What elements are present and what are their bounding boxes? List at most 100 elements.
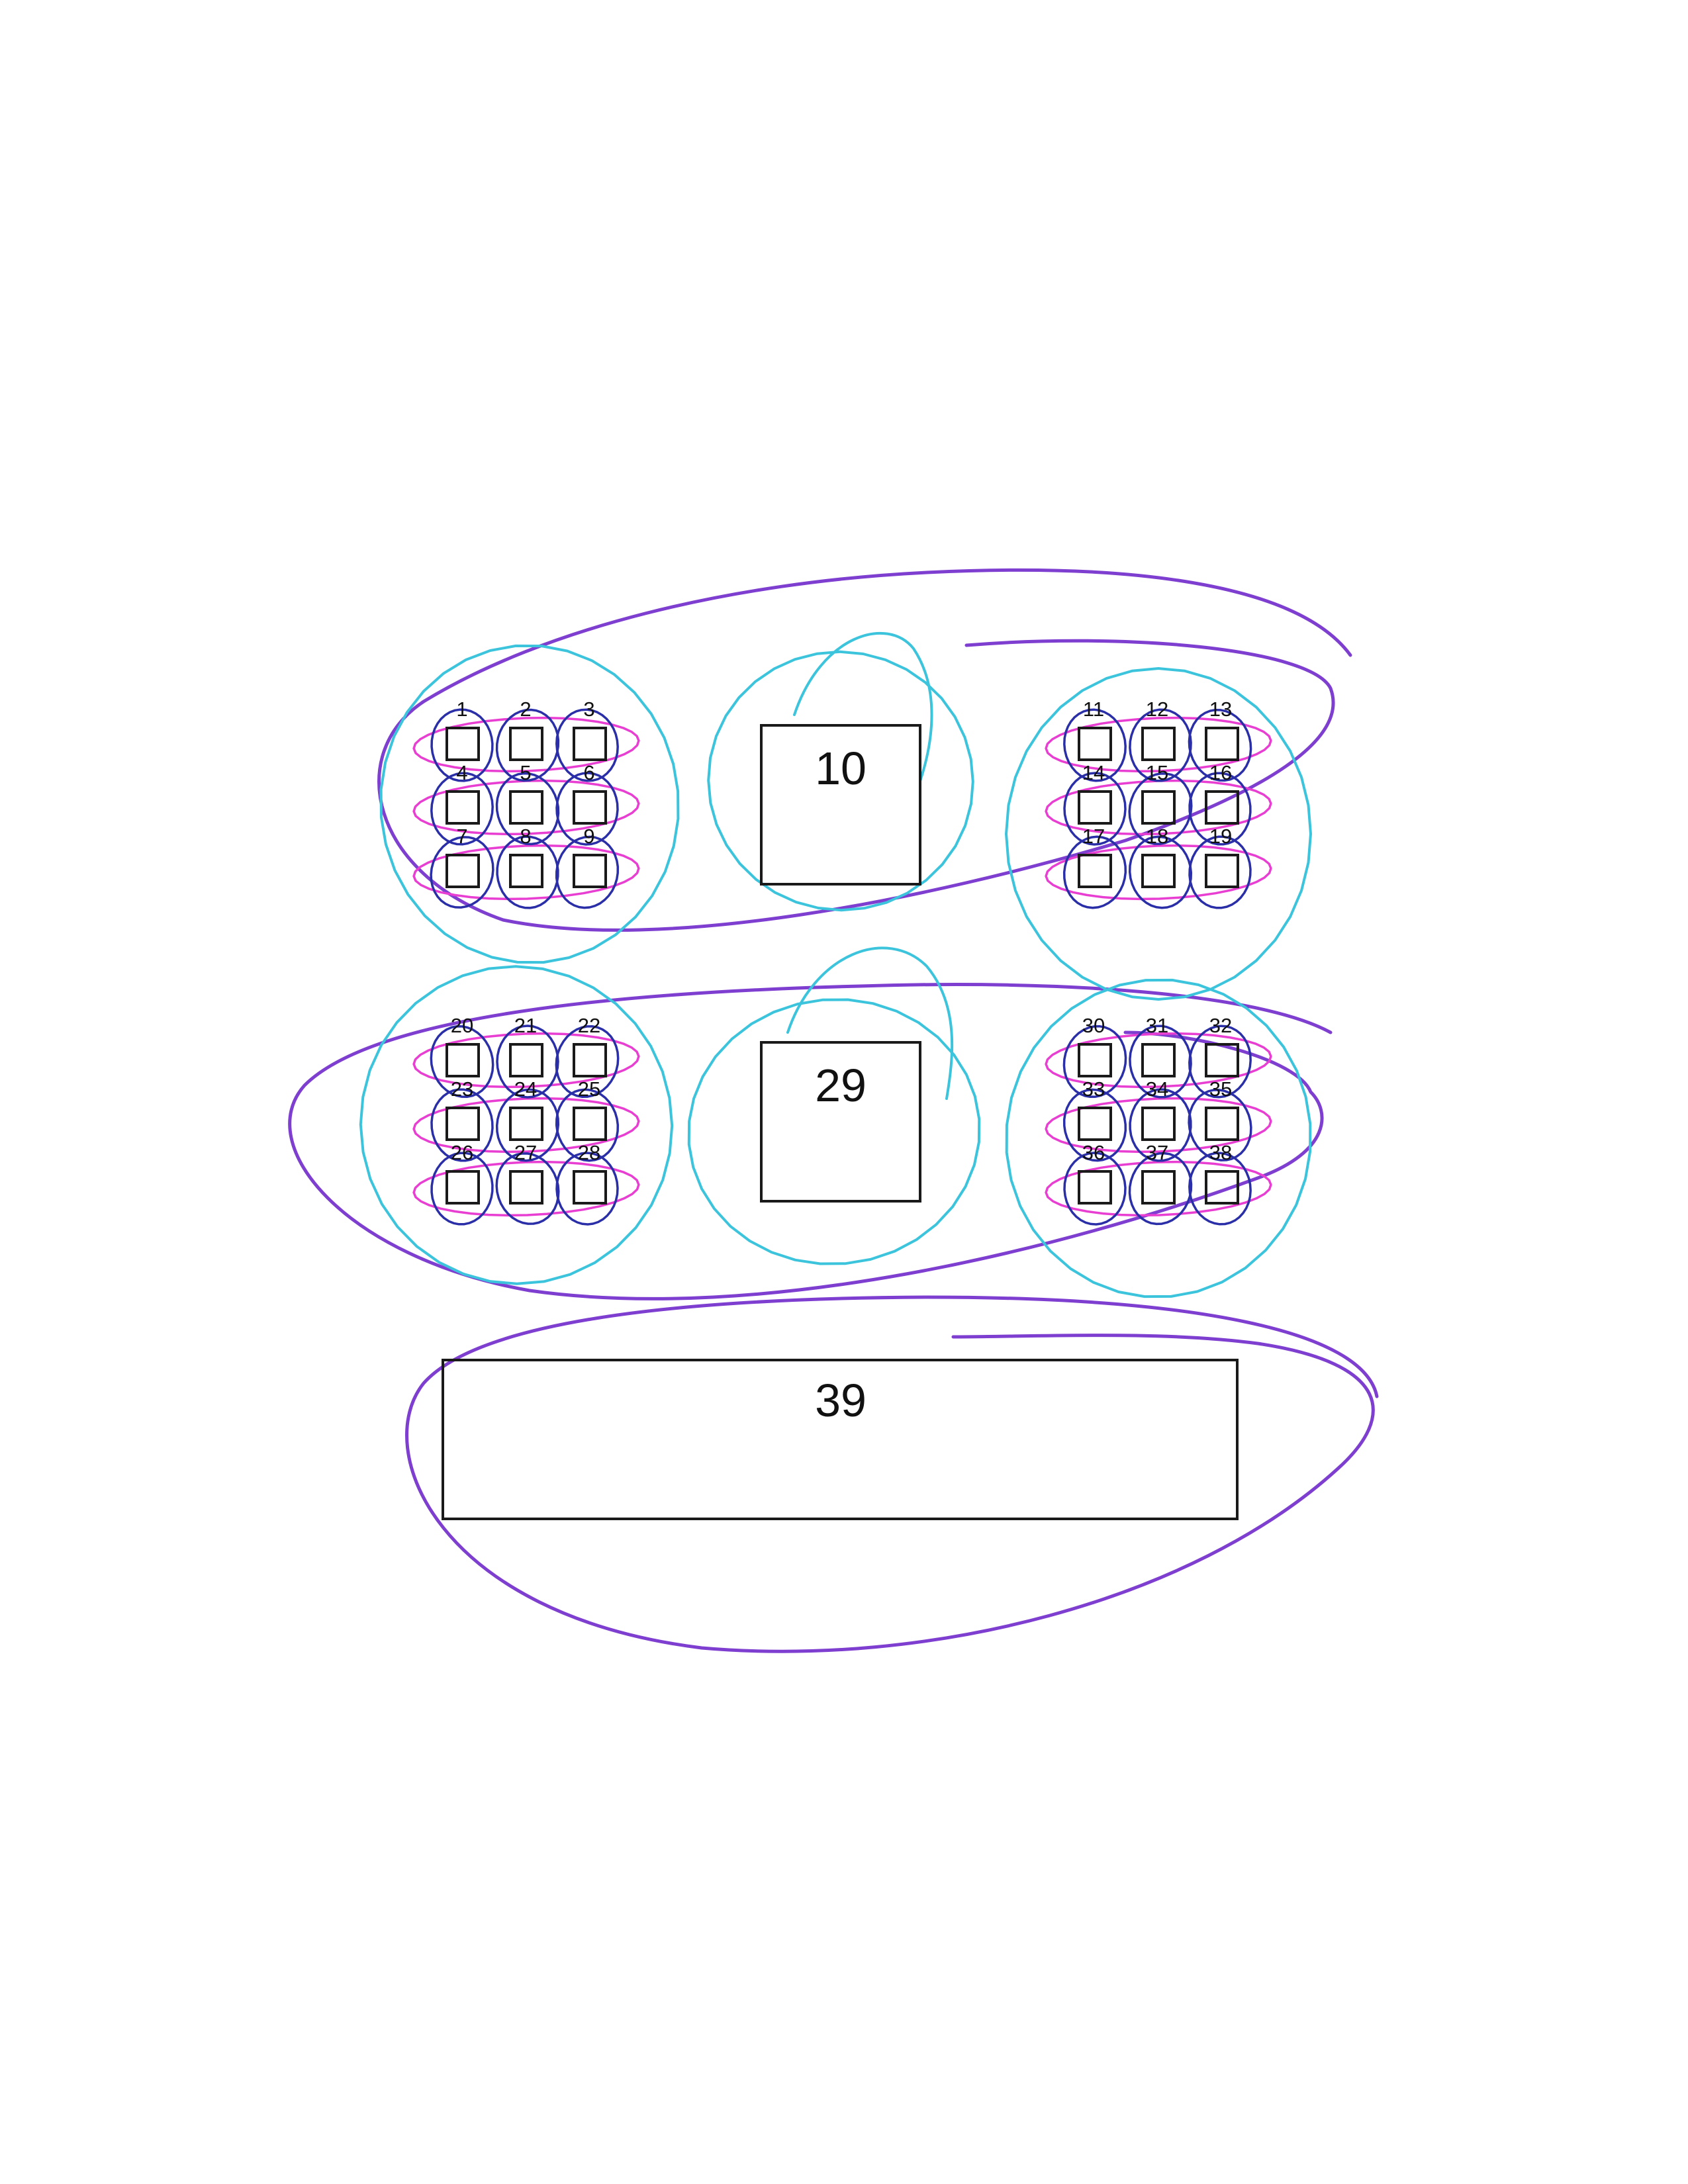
cell-box-18 <box>1141 854 1176 888</box>
cell-label-6: 6 <box>583 761 594 784</box>
navy-cell-loop-31 <box>1062 1088 1127 1162</box>
cell-label-14: 14 <box>1082 761 1105 784</box>
cell-label-9: 9 <box>583 825 594 848</box>
navy-cell-loop-4 <box>430 772 494 846</box>
block-29-label: 29 <box>815 1060 867 1111</box>
cell-label-20: 20 <box>451 1014 473 1037</box>
cell-box-2 <box>509 727 543 761</box>
cell-label-32: 32 <box>1209 1014 1232 1037</box>
navy-cell-loop-36 <box>1188 1152 1252 1226</box>
cell-label-11: 11 <box>1083 698 1104 721</box>
block-bottom-wide: 39 <box>442 1359 1239 1520</box>
navy-cell-loop-22 <box>430 1088 494 1162</box>
cell-label-15: 15 <box>1146 761 1168 784</box>
cell-box-17 <box>1078 854 1112 888</box>
cell-label-16: 16 <box>1209 761 1232 784</box>
cyan-loop-middle-center-arc <box>786 946 954 1100</box>
cell-box-38 <box>1205 1170 1239 1205</box>
magenta-row-loop-11 <box>1045 1097 1272 1154</box>
cell-label-23: 23 <box>451 1077 473 1101</box>
cell-box-31 <box>1141 1043 1176 1077</box>
cell-label-17: 17 <box>1082 825 1105 848</box>
cyan-loop-middle-left <box>359 965 674 1285</box>
block-29-box <box>760 1041 921 1203</box>
cell-box-20 <box>445 1043 480 1077</box>
cell-box-22 <box>573 1043 607 1077</box>
navy-cell-loop-3 <box>555 708 619 782</box>
cell-label-5: 5 <box>520 761 531 784</box>
cell-label-7: 7 <box>456 825 467 848</box>
cell-box-15 <box>1141 790 1176 825</box>
cell-box-30 <box>1078 1043 1112 1077</box>
purple-loop-top <box>377 568 1352 932</box>
cell-label-2: 2 <box>520 698 531 721</box>
navy-cell-loop-10 <box>1063 708 1127 782</box>
cell-label-13: 13 <box>1209 698 1232 721</box>
purple-loop-bottom <box>405 1295 1379 1653</box>
navy-cell-loop-9 <box>555 835 620 909</box>
cell-box-19 <box>1205 854 1239 888</box>
cell-box-11 <box>1078 727 1112 761</box>
cell-box-1 <box>445 727 480 761</box>
cell-label-1: 1 <box>456 698 467 721</box>
cell-box-27 <box>509 1170 543 1205</box>
cyan-loop-middle-center <box>687 998 981 1265</box>
navy-cell-loop-8 <box>496 835 559 909</box>
cell-label-21: 21 <box>514 1014 537 1037</box>
cell-label-4: 4 <box>456 761 467 784</box>
navy-cell-loop-16 <box>1062 835 1127 909</box>
magenta-row-loop-8 <box>412 1097 640 1154</box>
navy-cell-loop-14 <box>1128 772 1193 845</box>
cell-label-30: 30 <box>1082 1014 1105 1037</box>
cell-label-34: 34 <box>1146 1077 1168 1101</box>
navy-cell-loop-24 <box>555 1088 620 1162</box>
navy-cell-loop-17 <box>1128 835 1193 909</box>
navy-cell-loop-1 <box>430 708 494 782</box>
cell-box-13 <box>1205 727 1239 761</box>
cyan-loop-top-center <box>707 650 974 912</box>
magenta-row-loop-5 <box>1045 779 1272 836</box>
cyan-loop-top-center-arc <box>793 632 933 782</box>
cyan-loop-top-right <box>1005 667 1312 1001</box>
navy-cell-loop-5 <box>495 772 560 846</box>
cell-box-8 <box>509 854 543 888</box>
navy-cell-loop-2 <box>495 708 560 782</box>
cell-label-25: 25 <box>578 1077 600 1101</box>
navy-cell-loop-33 <box>1188 1089 1252 1161</box>
cell-box-6 <box>573 790 607 825</box>
magenta-row-loop-10 <box>1045 1032 1272 1089</box>
navy-cell-loop-25 <box>430 1152 494 1226</box>
cell-box-37 <box>1141 1170 1176 1205</box>
grid-middle-right: 30 31 32 33 34 35 36 37 38 <box>1078 1014 1239 1205</box>
cell-label-26: 26 <box>451 1141 473 1164</box>
navy-cell-loop-32 <box>1129 1088 1192 1162</box>
purple-loop-middle <box>288 983 1333 1300</box>
cell-box-32 <box>1205 1043 1239 1077</box>
magenta-row-loop-2 <box>412 779 640 836</box>
magenta-row-loop-9 <box>412 1160 640 1217</box>
navy-cell-loop-12 <box>1188 708 1252 782</box>
cell-box-28 <box>573 1170 607 1205</box>
cell-label-24: 24 <box>514 1077 537 1101</box>
block-top-center: 10 <box>760 724 921 886</box>
navy-cell-loop-21 <box>555 1025 620 1098</box>
cell-label-37: 37 <box>1146 1141 1168 1164</box>
magenta-row-loop-12 <box>1045 1160 1272 1217</box>
cell-label-8: 8 <box>520 825 531 848</box>
magenta-row-loop-4 <box>1045 716 1272 773</box>
navy-cell-loop-30 <box>1188 1024 1252 1099</box>
cell-box-24 <box>509 1107 543 1141</box>
magenta-row-loop-6 <box>1045 844 1272 901</box>
magenta-row-loop-7 <box>412 1032 640 1089</box>
grid-top-right: 11 12 13 14 15 16 17 18 19 <box>1078 698 1239 888</box>
block-39-label: 39 <box>815 1375 867 1426</box>
cell-box-26 <box>445 1170 480 1205</box>
cell-label-19: 19 <box>1209 825 1232 848</box>
block-middle-center: 29 <box>760 1041 921 1203</box>
cell-box-9 <box>573 854 607 888</box>
cell-box-33 <box>1078 1107 1112 1141</box>
block-10-label: 10 <box>815 743 867 794</box>
navy-cell-loop-7 <box>430 836 494 909</box>
cell-box-36 <box>1078 1170 1112 1205</box>
cell-label-36: 36 <box>1082 1141 1105 1164</box>
